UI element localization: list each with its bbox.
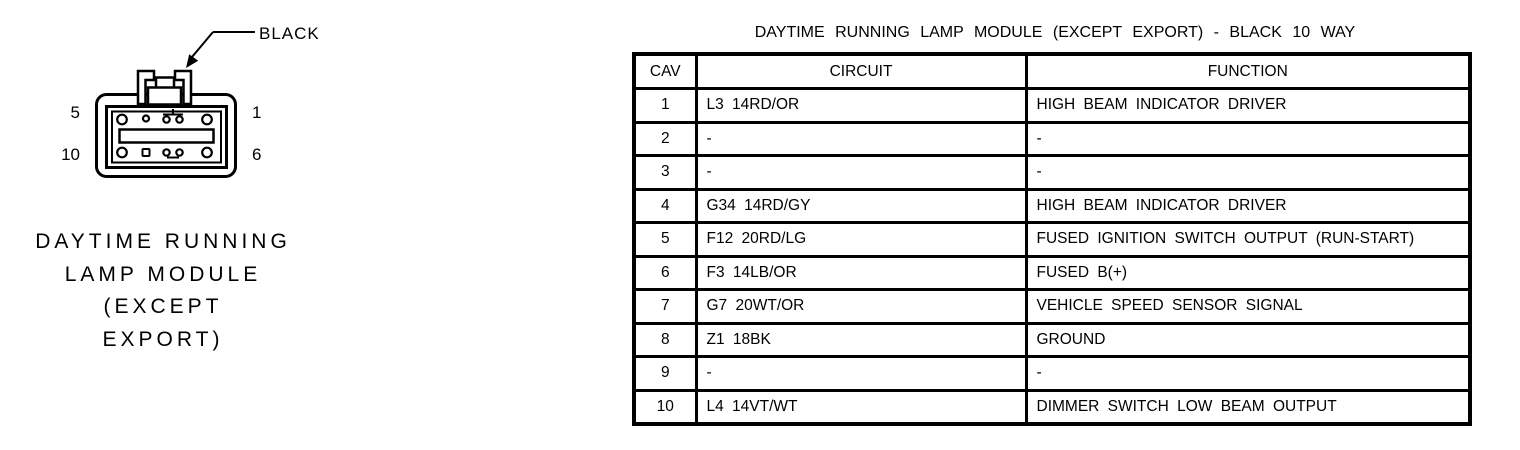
- table-header-row: CAV CIRCUIT FUNCTION: [632, 52, 1472, 90]
- pin-hole: [175, 115, 184, 124]
- column-header-circuit: CIRCUIT: [694, 52, 1028, 90]
- circuit-cell: G7 20WT/OR: [694, 288, 1028, 325]
- cav-cell: 8: [632, 321, 698, 358]
- caption-line: DAYTIME RUNNING: [35, 230, 291, 253]
- table-row: 10 L4 14VT/WT DIMMER SWITCH LOW BEAM OUT…: [632, 388, 1472, 426]
- function-cell: DIMMER SWITCH LOW BEAM OUTPUT: [1024, 388, 1472, 426]
- function-cell: HIGH BEAM INDICATOR DRIVER: [1024, 87, 1472, 124]
- circuit-cell: -: [694, 154, 1028, 191]
- function-cell: VEHICLE SPEED SENSOR SIGNAL: [1024, 288, 1472, 325]
- table-row: 8 Z1 18BK GROUND: [632, 321, 1472, 358]
- table-title: DAYTIME RUNNING LAMP MODULE (EXCEPT EXPO…: [754, 24, 1356, 41]
- pin-hole-square: [141, 148, 151, 157]
- cav-cell: 3: [632, 154, 698, 191]
- black-callout-arrow: [186, 31, 255, 68]
- table-row: 1 L3 14RD/OR HIGH BEAM INDICATOR DRIVER: [632, 87, 1472, 124]
- cav-cell: 1: [632, 87, 698, 124]
- pin-holes-top-row: [116, 109, 213, 126]
- pin-label-bottom-left: 10: [61, 145, 80, 164]
- table-row: 3 - -: [632, 154, 1472, 191]
- caption-line: LAMP MODULE: [64, 262, 262, 286]
- connector-caption: DAYTIME RUNNING LAMP MODULE (EXCEPT EXPO…: [8, 226, 318, 356]
- pin-hole: [141, 114, 151, 123]
- pin-key-bracket: [163, 109, 183, 116]
- pin-hole: [162, 148, 171, 157]
- table-row: 7 G7 20WT/OR VEHICLE SPEED SENSOR SIGNAL: [632, 288, 1472, 325]
- function-cell: HIGH BEAM INDICATOR DRIVER: [1024, 187, 1472, 224]
- function-cell: FUSED IGNITION SWITCH OUTPUT (RUN-START): [1024, 221, 1472, 258]
- table-row: 4 G34 14RD/GY HIGH BEAM INDICATOR DRIVER: [632, 187, 1472, 224]
- table-row: 2 - -: [632, 120, 1472, 157]
- cav-cell: 4: [632, 187, 698, 224]
- pin-hole: [162, 115, 171, 124]
- table-row: 6 F3 14LB/OR FUSED B(+): [632, 254, 1472, 291]
- cav-cell: 10: [632, 388, 698, 426]
- function-cell: -: [1024, 120, 1472, 157]
- pin-hole: [175, 148, 184, 157]
- circuit-cell: -: [694, 355, 1028, 392]
- connector-color-label: BLACK: [259, 24, 320, 43]
- circuit-cell: -: [694, 120, 1028, 157]
- function-cell: FUSED B(+): [1024, 254, 1472, 291]
- pin-holes-bottom-row: [116, 146, 213, 159]
- pin-hole: [116, 113, 128, 126]
- cav-cell: 6: [632, 254, 698, 291]
- circuit-cell: L3 14RD/OR: [694, 87, 1028, 124]
- circuit-cell: G34 14RD/GY: [694, 187, 1028, 224]
- pin-hole: [201, 113, 213, 126]
- cav-cell: 7: [632, 288, 698, 325]
- cav-cell: 2: [632, 120, 698, 157]
- cav-cell: 5: [632, 221, 698, 258]
- pin-label-top-right: 1: [252, 103, 261, 122]
- pin-label-top-left: 5: [71, 103, 80, 122]
- pin-label-bottom-right: 6: [252, 145, 261, 164]
- column-header-function: FUNCTION: [1024, 52, 1472, 90]
- circuit-cell: Z1 18BK: [694, 321, 1028, 358]
- pinout-table: CAV CIRCUIT FUNCTION 1 L3 14RD/OR HIGH B…: [632, 52, 1472, 426]
- caption-line: (EXCEPT: [103, 295, 223, 318]
- circuit-cell: L4 14VT/WT: [694, 388, 1028, 426]
- function-cell: -: [1024, 154, 1472, 191]
- function-cell: -: [1024, 355, 1472, 392]
- table-row: 9 - -: [632, 355, 1472, 392]
- connector-diagram: BLACK 5 1 10 6: [61, 24, 320, 178]
- table-row: 5 F12 20RD/LG FUSED IGNITION SWITCH OUTP…: [632, 221, 1472, 258]
- pin-hole: [201, 146, 213, 159]
- function-cell: GROUND: [1024, 321, 1472, 358]
- caption-line: EXPORT): [102, 327, 224, 351]
- pin-hole: [116, 146, 128, 159]
- column-header-cav: CAV: [632, 52, 698, 90]
- connector-latch: [136, 69, 193, 106]
- connector-key-slot: [118, 128, 215, 144]
- circuit-cell: F12 20RD/LG: [694, 221, 1028, 258]
- cav-cell: 9: [632, 355, 698, 392]
- circuit-cell: F3 14LB/OR: [694, 254, 1028, 291]
